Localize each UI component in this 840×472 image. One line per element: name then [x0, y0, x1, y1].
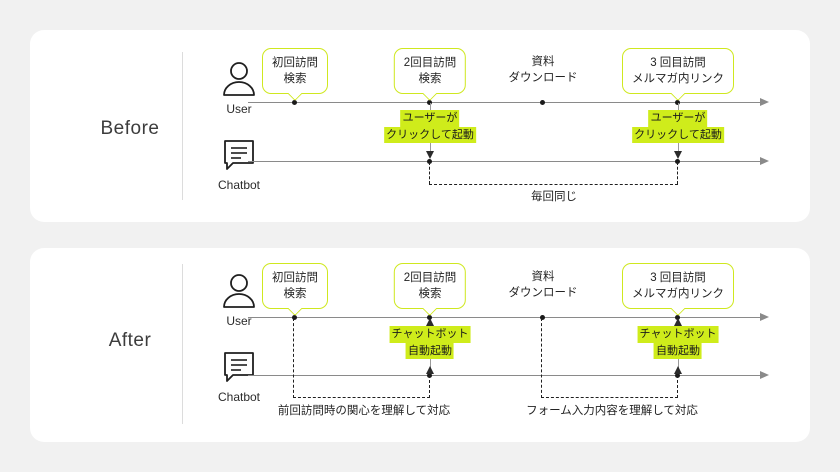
before-chatbot-timeline-arrow: [760, 156, 769, 165]
before-touchpoint-3-line1: 資料: [531, 56, 555, 68]
before-touchpoint-4-line1: 3 回目訪問: [650, 57, 706, 69]
before-user-dot-3: [540, 100, 545, 105]
after-touchpoint-1[interactable]: 初回訪問 検索: [262, 263, 328, 309]
after-touchpoint-3-line2: ダウンロード: [508, 287, 578, 300]
chatbot-icon: [202, 134, 276, 176]
after-under-note-1: 前回訪問時の関心を理解して対応: [277, 405, 451, 417]
after-connector-2-arrow-top: [674, 318, 682, 326]
before-annotation-1-line2: クリックして起動: [384, 126, 476, 143]
after-annotation-1-line2: 自動起動: [405, 342, 454, 359]
after-user-timeline: [248, 317, 760, 318]
before-user-dot-4: [675, 100, 680, 105]
after-actor-chatbot-label: Chatbot: [217, 390, 261, 404]
after-annotation-1: チャットボット 自動起動: [389, 326, 471, 359]
after-user-dot-1: [292, 315, 297, 320]
before-actor-chatbot: Chatbot: [202, 134, 276, 192]
after-touchpoint-1-line2: 検索: [283, 288, 307, 301]
before-connector-1-arrow: [426, 151, 434, 159]
after-chatbot-timeline-arrow: [760, 370, 769, 379]
before-actor-chatbot-label: Chatbot: [217, 178, 261, 192]
before-touchpoint-1[interactable]: 初回訪問 検索: [262, 48, 328, 94]
after-annotation-2: チャットボット 自動起動: [637, 326, 719, 359]
after-memory-2-vline-end: [677, 375, 679, 398]
before-actor-user: User: [202, 58, 276, 116]
before-connector-2-arrow: [674, 151, 682, 159]
after-user-dot-4: [675, 315, 680, 320]
after-annotation-2-line2: 自動起動: [653, 342, 702, 359]
after-memory-1-vline: [293, 318, 295, 398]
after-touchpoint-2-line2: 検索: [418, 288, 442, 301]
before-actor-user-label: User: [226, 102, 252, 116]
before-bracket-base: [429, 183, 678, 185]
user-icon: [202, 58, 276, 100]
before-touchpoint-1-line2: 検索: [283, 73, 307, 86]
after-user-timeline-arrow: [760, 312, 769, 321]
before-annotation-1-line1: ユーザーが: [400, 110, 460, 127]
before-divider: [182, 52, 183, 200]
after-touchpoint-4-line1: 3 回目訪問: [650, 272, 706, 284]
before-user-dot-1: [292, 100, 297, 105]
after-connector-2-arrow-bottom: [674, 366, 682, 374]
chatbot-icon: [202, 346, 276, 388]
before-touchpoint-2[interactable]: 2回目訪問 検索: [393, 48, 467, 94]
before-touchpoint-1-line1: 初回訪問: [272, 57, 318, 69]
before-card: Before User Chatbot: [30, 30, 810, 222]
after-touchpoint-3: 資料 ダウンロード: [509, 269, 578, 302]
after-touchpoint-3-line1: 資料: [531, 271, 555, 283]
after-user-dot-3: [540, 315, 545, 320]
after-memory-1-hline: [293, 397, 430, 398]
before-section-label: Before: [100, 118, 160, 139]
user-icon: [202, 270, 276, 312]
after-actor-chatbot: Chatbot: [202, 346, 276, 404]
before-user-timeline: [248, 102, 760, 103]
after-connector-1-arrow-top: [426, 318, 434, 326]
before-annotation-2-line1: ユーザーが: [648, 110, 708, 127]
before-chatbot-dot-2: [675, 159, 680, 164]
after-card: After User Chatbot: [30, 248, 810, 442]
before-touchpoint-3: 資料 ダウンロード: [509, 54, 578, 87]
before-bracket-left: [429, 162, 431, 184]
before-touchpoint-3-line2: ダウンロード: [508, 72, 578, 85]
before-chatbot-timeline: [248, 161, 760, 162]
after-memory-2-vline: [541, 318, 543, 398]
before-chatbot-dot-1: [427, 159, 432, 164]
before-touchpoint-2-line1: 2回目訪問: [403, 57, 457, 69]
after-touchpoint-4[interactable]: 3 回目訪問 メルマガ内リンク: [622, 263, 734, 309]
after-section-label: After: [108, 330, 152, 351]
after-under-note-2: フォーム入力内容を理解して対応: [526, 405, 698, 417]
after-annotation-2-line1: チャットボット: [637, 326, 719, 343]
before-touchpoint-2-line2: 検索: [418, 73, 442, 86]
before-touchpoint-4-line2: メルマガ内リンク: [632, 73, 724, 86]
before-annotation-1: ユーザーが クリックして起動: [384, 110, 476, 143]
before-user-dot-2: [427, 100, 432, 105]
after-actor-user: User: [202, 270, 276, 328]
after-memory-2-hline: [541, 397, 678, 398]
after-touchpoint-1-line1: 初回訪問: [272, 272, 318, 284]
before-touchpoint-4[interactable]: 3 回目訪問 メルマガ内リンク: [622, 48, 734, 94]
before-bracket-note: 毎回同じ: [531, 191, 577, 203]
after-annotation-1-line1: チャットボット: [389, 326, 471, 343]
after-divider: [182, 264, 183, 424]
after-actor-user-label: User: [226, 314, 252, 328]
after-user-dot-2: [427, 315, 432, 320]
before-user-timeline-arrow: [760, 97, 769, 106]
after-chatbot-timeline: [248, 375, 760, 376]
after-connector-1-arrow-bottom: [426, 366, 434, 374]
before-annotation-2-line2: クリックして起動: [632, 126, 724, 143]
after-touchpoint-2[interactable]: 2回目訪問 検索: [393, 263, 467, 309]
after-memory-1-vline-end: [429, 375, 431, 398]
after-touchpoint-2-line1: 2回目訪問: [403, 272, 457, 284]
after-touchpoint-4-line2: メルマガ内リンク: [632, 288, 724, 301]
before-annotation-2: ユーザーが クリックして起動: [632, 110, 724, 143]
before-bracket-right: [677, 162, 679, 184]
